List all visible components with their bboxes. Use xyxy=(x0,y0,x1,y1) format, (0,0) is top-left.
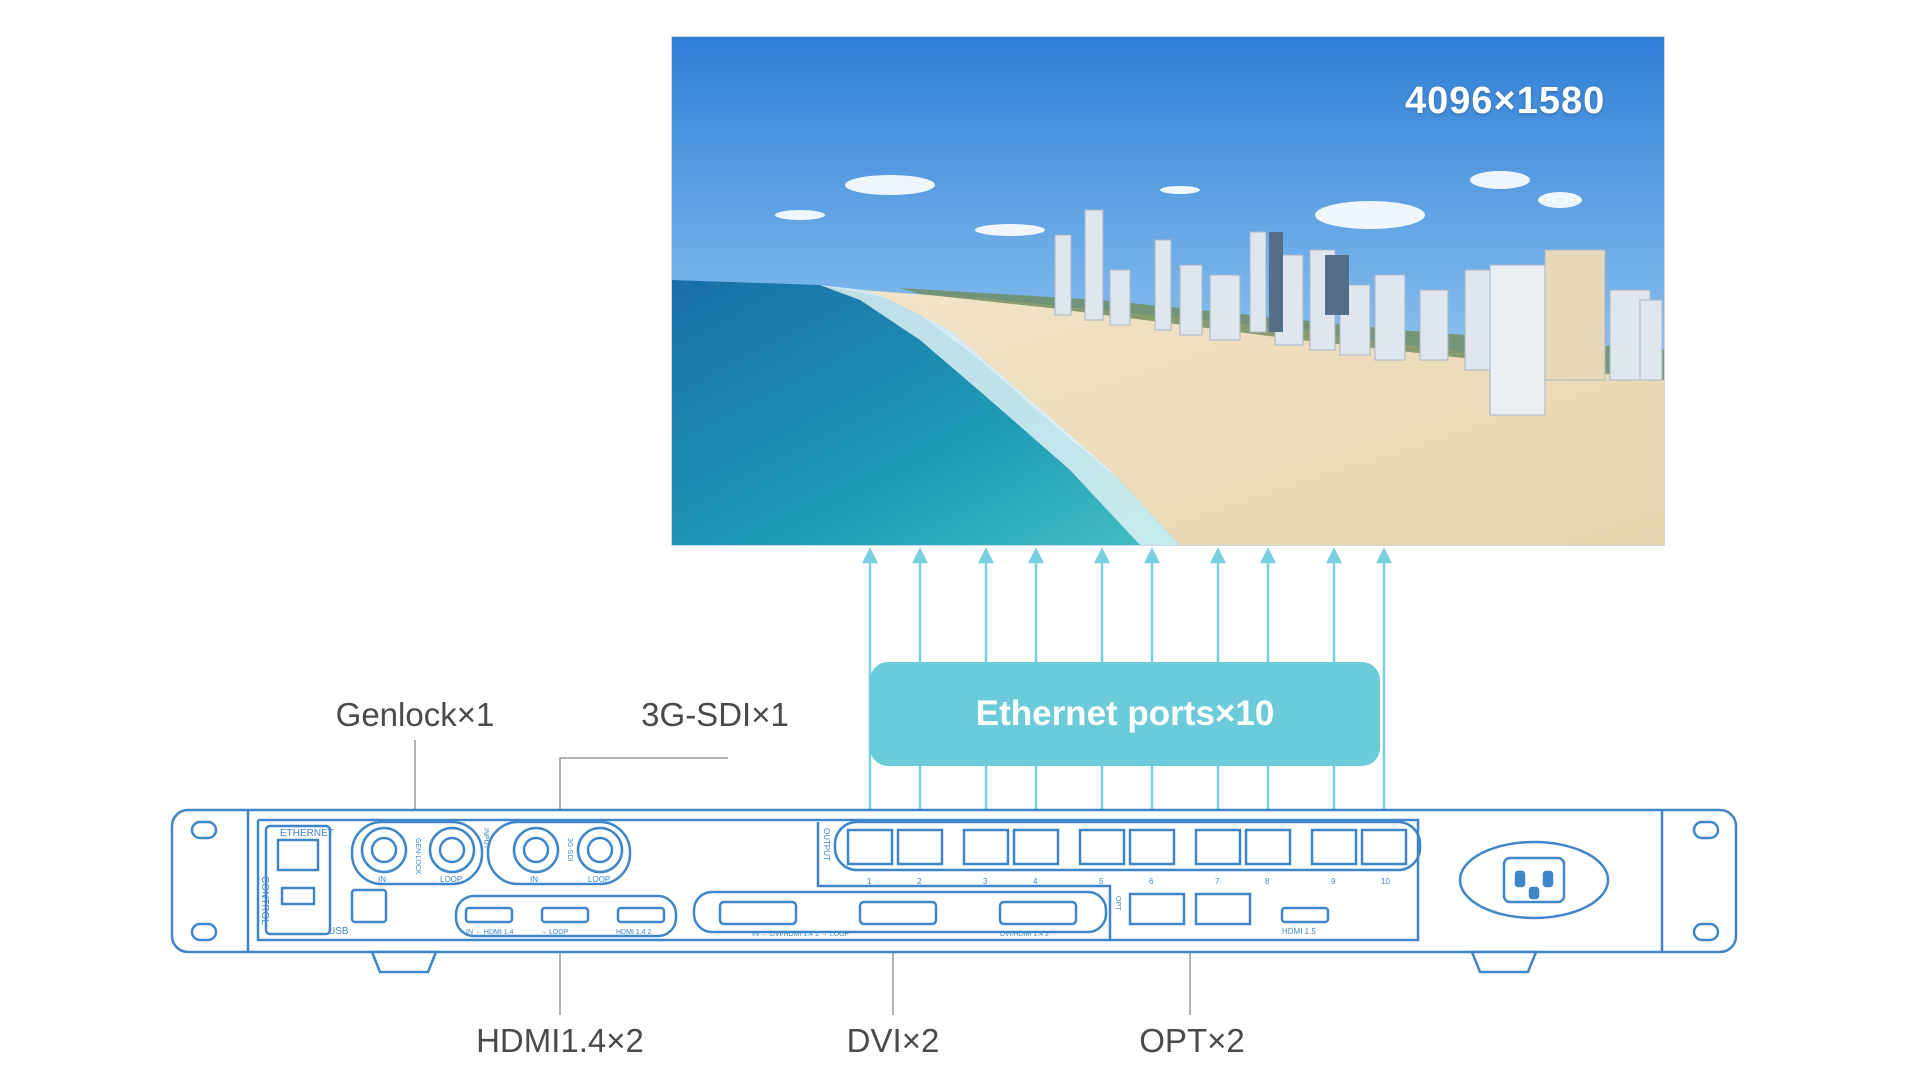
ethernet-port-number-4: 4 xyxy=(1033,877,1038,886)
hdmi-in-text: IN ← HDMI 1.4 xyxy=(466,929,514,936)
sdi-callout-line xyxy=(559,757,728,818)
control-ethernet-port xyxy=(276,838,320,872)
ethernet-port-4 xyxy=(1012,828,1060,866)
ethernet-port-2 xyxy=(896,828,944,866)
usb-a-port xyxy=(280,886,316,906)
output-text: OUTPUT xyxy=(822,828,831,861)
ethernet-port-6 xyxy=(1128,828,1176,866)
ethernet-port-number-5: 5 xyxy=(1099,877,1104,886)
ethernet-arrowhead-3 xyxy=(977,547,995,564)
rack-mount-hole xyxy=(1692,922,1720,942)
hdmi-loop-port xyxy=(540,906,590,924)
display-resolution: 4096×1580 xyxy=(1405,80,1606,122)
opt-port-2 xyxy=(1194,892,1252,926)
ethernet-port-number-9: 9 xyxy=(1331,877,1336,886)
dvi-label: DVI×2 xyxy=(846,1022,940,1059)
ethernet-arrowhead-4 xyxy=(1027,547,1045,564)
device-foot xyxy=(370,950,438,974)
ethernet-text: ETHERNET xyxy=(280,828,334,839)
genlock-in-text: IN xyxy=(378,875,386,884)
hdmi-loop-text: → LOOP xyxy=(540,929,569,936)
genlock-port-text: GEN-LOCK xyxy=(414,838,421,875)
display-screen xyxy=(671,36,1665,546)
panel-text: CONTROL ETHERNET USB GEN-LOCK 3G-SDI INP… xyxy=(259,828,1390,938)
opt-label: OPT×2 xyxy=(1139,1022,1245,1059)
ethernet-port-number-10: 10 xyxy=(1381,877,1390,886)
ethernet-port-9 xyxy=(1310,828,1358,866)
genlock-label: Genlock×1 xyxy=(335,696,495,733)
ethernet-arrowhead-7 xyxy=(1209,547,1227,564)
hdmi-label: HDMI1.4×2 xyxy=(476,1022,644,1059)
ethernet-ports-label: Ethernet ports×10 xyxy=(975,694,1275,733)
usb-text: USB xyxy=(328,926,349,937)
usb-b-port xyxy=(350,888,388,924)
control-text: CONTROL xyxy=(259,876,270,925)
ethernet-port-number-3: 3 xyxy=(983,877,988,886)
dvi-2-port xyxy=(998,900,1078,926)
hdmi-output-port xyxy=(1280,906,1330,924)
ethernet-port-number-6: 6 xyxy=(1149,877,1154,886)
dvi-loop-port xyxy=(858,900,938,926)
rack-mount-hole xyxy=(190,820,218,840)
hdmi-2-text: HDMI 1.4 2 xyxy=(616,929,652,936)
ethernet-arrowhead-6 xyxy=(1143,547,1161,564)
dvi-in-port xyxy=(718,900,798,926)
opt-text: OPT xyxy=(1114,896,1121,911)
sdi-in-text: IN xyxy=(530,875,538,884)
ethernet-arrowhead-8 xyxy=(1259,547,1277,564)
ethernet-port-7 xyxy=(1194,828,1242,866)
hdmi-2-port xyxy=(616,906,666,924)
ethernet-port-1 xyxy=(846,828,894,866)
ethernet-port-number-1: 1 xyxy=(867,877,872,886)
device-rear-panel xyxy=(170,808,1738,974)
input-text: INPUT xyxy=(482,828,489,850)
ethernet-arrowhead-1 xyxy=(861,547,879,564)
ethernet-port-5 xyxy=(1078,828,1126,866)
rack-mount-hole xyxy=(190,922,218,942)
dvi-2-text: DVI/HDMI 1.4 2 xyxy=(1000,931,1049,938)
ethernet-port-10 xyxy=(1360,828,1408,866)
ethernet-ports-banner: Ethernet ports×10 xyxy=(870,662,1380,766)
ethernet-port-3 xyxy=(962,828,1010,866)
genlock-loop-text: LOOP xyxy=(440,875,462,884)
hdmi-in-port xyxy=(464,906,514,924)
device-foot xyxy=(1470,950,1538,974)
ethernet-port-8 xyxy=(1244,828,1292,866)
ethernet-arrowhead-5 xyxy=(1093,547,1111,564)
rack-mount-hole xyxy=(1692,820,1720,840)
sdi-label: 3G-SDI×1 xyxy=(641,696,789,733)
ethernet-arrowhead-10 xyxy=(1375,547,1393,564)
ethernet-port-number-2: 2 xyxy=(917,877,922,886)
hdmi-output-text: HDMI 1.5 xyxy=(1282,927,1316,936)
sdi-loop-text: LOOP xyxy=(588,875,610,884)
opt-port-1 xyxy=(1128,892,1186,926)
sdi-port-text: 3G-SDI xyxy=(566,838,573,861)
ethernet-port-number-7: 7 xyxy=(1215,877,1220,886)
beach-city-skyline-photo xyxy=(672,37,1664,545)
ethernet-arrowhead-2 xyxy=(911,547,929,564)
dvi-1-text: IN ← DVI/HDMI 1.4 1 → LOOP xyxy=(752,931,850,938)
ethernet-arrowhead-9 xyxy=(1325,547,1343,564)
ethernet-port-number-8: 8 xyxy=(1265,877,1270,886)
